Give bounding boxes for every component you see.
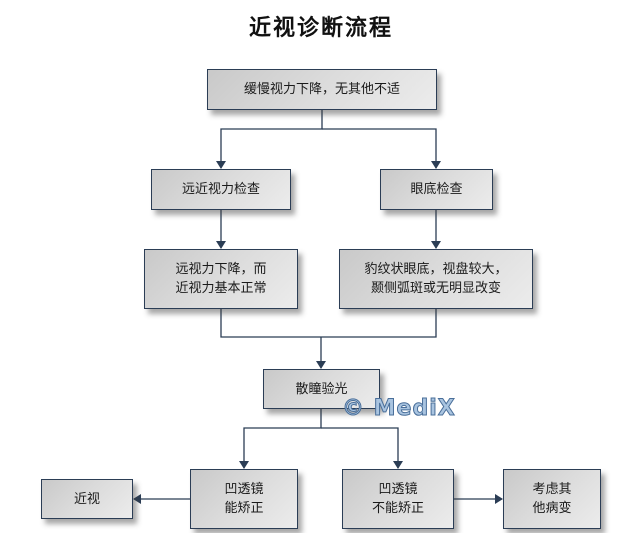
edge-start-split bbox=[216, 110, 323, 169]
node-not-correctable: 凹透镜 不能矫正 bbox=[342, 469, 454, 529]
node-start: 缓慢视力下降，无其他不适 bbox=[207, 69, 437, 110]
node-refraction: 散瞳验光 bbox=[263, 369, 380, 409]
edge-vision-result-refraction bbox=[220, 309, 437, 338]
node-other-disease: 考虑其 他病变 bbox=[503, 469, 601, 529]
node-fundus-exam: 眼底检查 bbox=[380, 169, 493, 210]
node-myopia: 近视 bbox=[41, 479, 133, 519]
node-vision-test: 远近视力检查 bbox=[151, 169, 291, 210]
edge-start-fundus bbox=[322, 128, 441, 169]
diagram-title: 近视诊断流程 bbox=[248, 15, 393, 41]
node-fundus-result: 豹纹状眼底，视盘较大， 颞侧弧斑或无明显改变 bbox=[339, 249, 533, 309]
edge-refraction-correctable bbox=[239, 409, 322, 469]
node-vision-result: 远视力下降，而 近视力基本正常 bbox=[144, 249, 298, 309]
node-correctable: 凹透镜 能矫正 bbox=[190, 469, 298, 529]
edge-refraction-not-correctable bbox=[321, 427, 403, 469]
watermark-logo: © MediX bbox=[342, 396, 456, 422]
